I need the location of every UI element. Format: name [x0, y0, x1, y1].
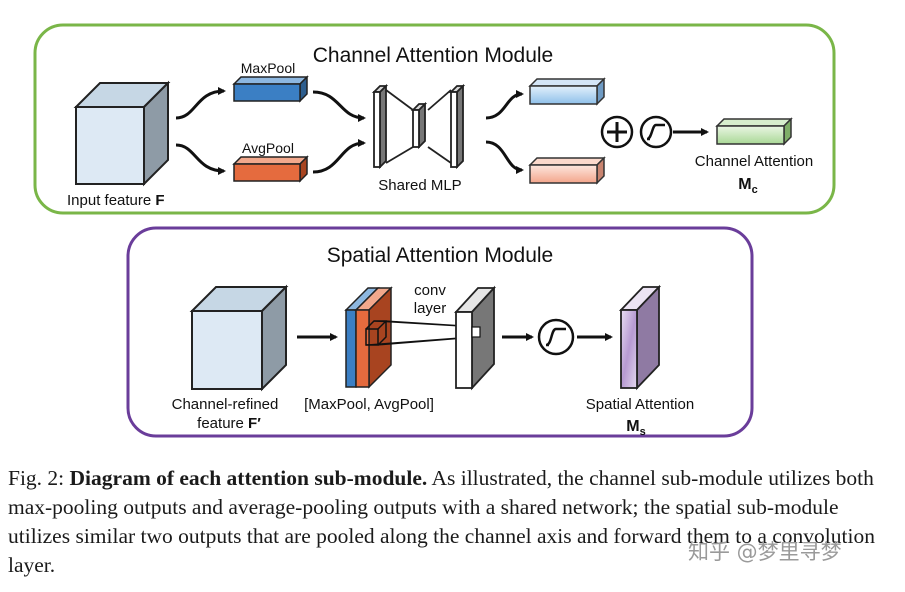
spatial-module-border: [126, 226, 754, 438]
caption-title: Diagram of each attention sub-module.: [69, 466, 428, 490]
avgpool-bar: [232, 155, 309, 183]
caption-body: As illustrated, the channel sub-module u…: [8, 466, 875, 577]
input-feature-label: Input feature F: [67, 192, 165, 209]
arrow-to-avgpool: [175, 143, 226, 175]
channel-module-title: Channel Attention Module: [313, 44, 554, 67]
spatial-attention-map: [618, 284, 662, 391]
refined-feature-cube: [189, 284, 289, 392]
mlp-output-bar-pink: [528, 156, 606, 185]
arrow-mlp-to-top-output: [485, 90, 524, 120]
channel-attention-module: Channel Attention Module Input feature F…: [33, 23, 836, 215]
pooled-feature-maps: [344, 286, 393, 389]
maxpool-label: MaxPool: [241, 60, 295, 76]
shared-mlp-label: Shared MLP: [378, 177, 461, 194]
maxpool-bar: [232, 75, 309, 103]
channel-attention-label: Channel Attention: [695, 153, 813, 170]
pooled-maps-label: [MaxPool, AvgPool]: [304, 396, 434, 413]
spatial-sigmoid-icon: [537, 318, 575, 356]
input-feature-cube: [73, 80, 171, 187]
arrow-to-maxpool: [175, 87, 226, 120]
spatial-attention-symbol: Ms: [626, 418, 645, 438]
channel-module-border: [33, 23, 836, 215]
caption-prefix: Fig. 2:: [8, 466, 70, 490]
arrow-avgpool-to-mlp: [312, 139, 366, 174]
avgpool-label: AvgPool: [242, 140, 294, 156]
spatial-attention-module: Spatial Attention Module Channel-refined…: [126, 226, 754, 438]
channel-attention-symbol: Mc: [738, 176, 757, 196]
conv-layer-label-line1: conv: [414, 282, 446, 299]
conv-layer-label-line2: layer: [414, 300, 447, 317]
arrow-maxpool-to-mlp: [312, 90, 366, 122]
channel-attention-bar: [715, 117, 793, 146]
shared-mlp: [371, 83, 466, 170]
refined-feature-label-line1: Channel-refined: [172, 396, 279, 413]
conv-layer-map: [453, 285, 497, 391]
elementwise-sum-icon: [600, 115, 634, 149]
spatial-attention-label: Spatial Attention: [586, 396, 694, 413]
figure-caption: Fig. 2: Diagram of each attention sub-mo…: [8, 464, 900, 580]
arrow-mlp-to-bottom-output: [485, 140, 524, 174]
watermark: 知乎 @梦里寻梦: [688, 540, 842, 564]
sigmoid-icon: [639, 115, 673, 149]
mlp-output-bar-blue: [528, 77, 606, 106]
refined-feature-label-line2: feature F′: [197, 415, 261, 432]
spatial-module-title: Spatial Attention Module: [327, 244, 554, 267]
